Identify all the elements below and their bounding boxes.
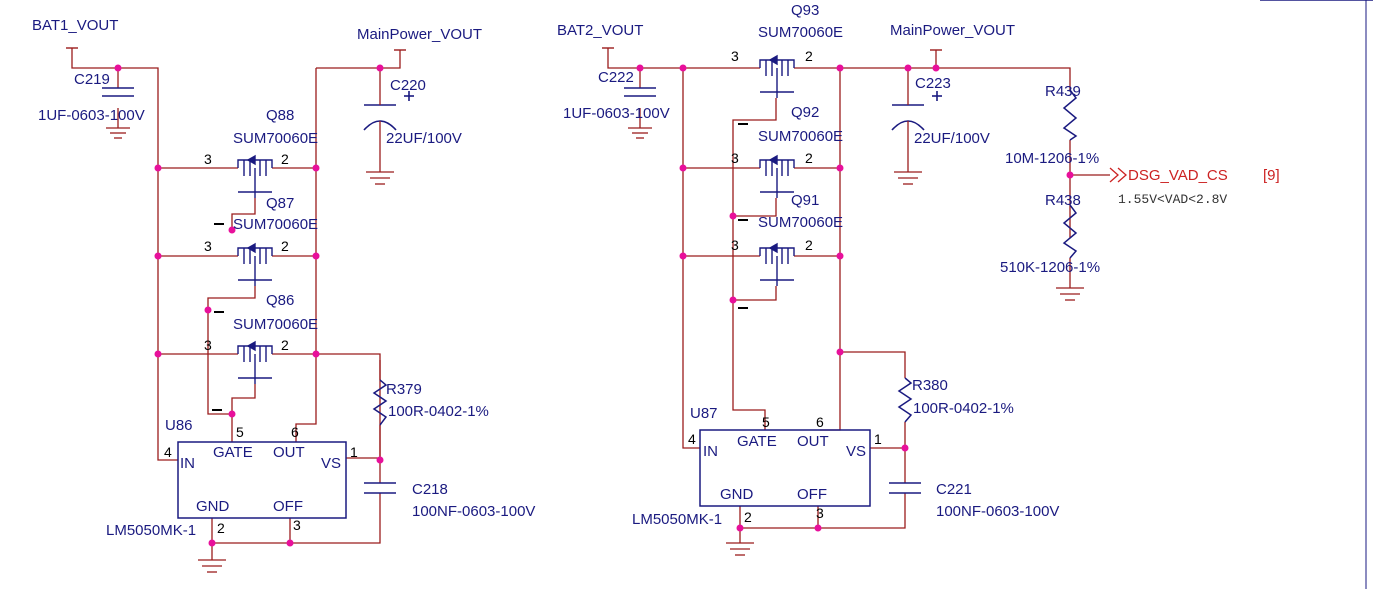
junction-dots	[114, 64, 1074, 547]
pin-u86-5: 5	[236, 424, 244, 440]
pin-u87-4: 4	[688, 431, 696, 447]
pin-u86-6: 6	[291, 424, 299, 440]
ref-c220: C220	[390, 77, 426, 94]
part-q92: SUM70060E	[758, 128, 843, 145]
sheet-ref: [9]	[1263, 167, 1280, 184]
part-q93: SUM70060E	[758, 24, 843, 41]
val-c220: 22UF/100V	[386, 130, 462, 147]
pin-u87-5: 5	[762, 414, 770, 430]
part-u87: LM5050MK-1	[632, 511, 722, 528]
val-c223: 22UF/100V	[914, 130, 990, 147]
u87-in-label: IN	[703, 443, 718, 460]
pin-u86-3: 3	[293, 517, 301, 533]
ref-c221: C221	[936, 481, 972, 498]
net-dsg-vad-cs: DSG_VAD_CS	[1128, 167, 1228, 184]
pin-u86-4: 4	[164, 444, 172, 460]
ref-u87: U87	[690, 405, 718, 422]
pin-q86-2: 2	[281, 337, 289, 353]
u86-ic-body	[177, 441, 347, 519]
val-r380: 100R-0402-1%	[913, 400, 1014, 417]
val-c218: 100NF-0603-100V	[412, 503, 535, 520]
pin-u86-1: 1	[350, 444, 358, 460]
part-q88: SUM70060E	[233, 130, 318, 147]
u87-off-label: OFF	[797, 486, 827, 503]
part-q91: SUM70060E	[758, 214, 843, 231]
pin-q93-2: 2	[805, 48, 813, 64]
pin-q91-2: 2	[805, 237, 813, 253]
u86-in-label: IN	[180, 455, 195, 472]
ref-r438: R438	[1045, 192, 1081, 209]
net-bat1-vout: BAT1_VOUT	[32, 17, 118, 34]
ref-r439: R439	[1045, 83, 1081, 100]
ref-c223: C223	[915, 75, 951, 92]
ref-r379: R379	[386, 381, 422, 398]
val-r439: 10M-1206-1%	[1005, 150, 1099, 167]
pin-u86-2: 2	[217, 520, 225, 536]
val-c221: 100NF-0603-100V	[936, 503, 1059, 520]
ref-c218: C218	[412, 481, 448, 498]
capacitor-electrolytic-leads	[379, 100, 909, 155]
pin-u87-2: 2	[744, 509, 752, 525]
resistor-symbols	[372, 89, 1078, 426]
u86-vs-label: VS	[321, 455, 341, 472]
ref-c219: C219	[74, 71, 110, 88]
pin-q86-3: 3	[204, 337, 212, 353]
u86-gate-label: GATE	[213, 444, 253, 461]
pin-q92-3: 3	[731, 150, 739, 166]
ref-u86: U86	[165, 417, 193, 434]
val-c219: 1UF-0603-100V	[38, 107, 145, 124]
pin-q87-2: 2	[281, 238, 289, 254]
power-port-symbols	[66, 47, 942, 51]
ref-q93: Q93	[791, 2, 819, 19]
pin-q92-2: 2	[805, 150, 813, 166]
left-wires	[71, 48, 401, 560]
part-q87: SUM70060E	[233, 216, 318, 233]
ref-q86: Q86	[266, 292, 294, 309]
right-wires	[607, 48, 1110, 543]
gate-marks	[212, 123, 748, 411]
u87-ic-body	[699, 429, 871, 507]
pin-q88-3: 3	[204, 151, 212, 167]
part-q86: SUM70060E	[233, 316, 318, 333]
ground-symbols	[106, 127, 1084, 573]
voltage-note: 1.55V<VAD<2.8V	[1118, 192, 1227, 207]
u86-off-label: OFF	[273, 498, 303, 515]
u86-gnd-label: GND	[196, 498, 230, 515]
pin-u87-1: 1	[874, 431, 882, 447]
u87-out-label: OUT	[797, 433, 829, 450]
ref-q91: Q91	[791, 192, 819, 209]
part-u86: LM5050MK-1	[106, 522, 196, 539]
net-mainpower-right: MainPower_VOUT	[890, 22, 1015, 39]
val-r438: 510K-1206-1%	[1000, 259, 1100, 276]
u87-gnd-label: GND	[720, 486, 754, 503]
ref-q92: Q92	[791, 104, 819, 121]
u87-vs-label: VS	[846, 443, 866, 460]
pin-q91-3: 3	[731, 237, 739, 253]
pin-u87-6: 6	[816, 414, 824, 430]
mosfet-symbols	[237, 54, 795, 384]
ref-q88: Q88	[266, 107, 294, 124]
ref-c222: C222	[598, 69, 634, 86]
net-bat2-vout: BAT2_VOUT	[557, 22, 643, 39]
net-port-arrow	[1109, 167, 1127, 183]
ref-r380: R380	[912, 377, 948, 394]
u86-out-label: OUT	[273, 444, 305, 461]
pin-u87-3: 3	[816, 505, 824, 521]
net-mainpower-left: MainPower_VOUT	[357, 26, 482, 43]
val-r379: 100R-0402-1%	[388, 403, 489, 420]
ref-q87: Q87	[266, 195, 294, 212]
pin-q88-2: 2	[281, 151, 289, 167]
val-c222: 1UF-0603-100V	[563, 105, 670, 122]
pin-q93-3: 3	[731, 48, 739, 64]
u87-gate-label: GATE	[737, 433, 777, 450]
pin-q87-3: 3	[204, 238, 212, 254]
